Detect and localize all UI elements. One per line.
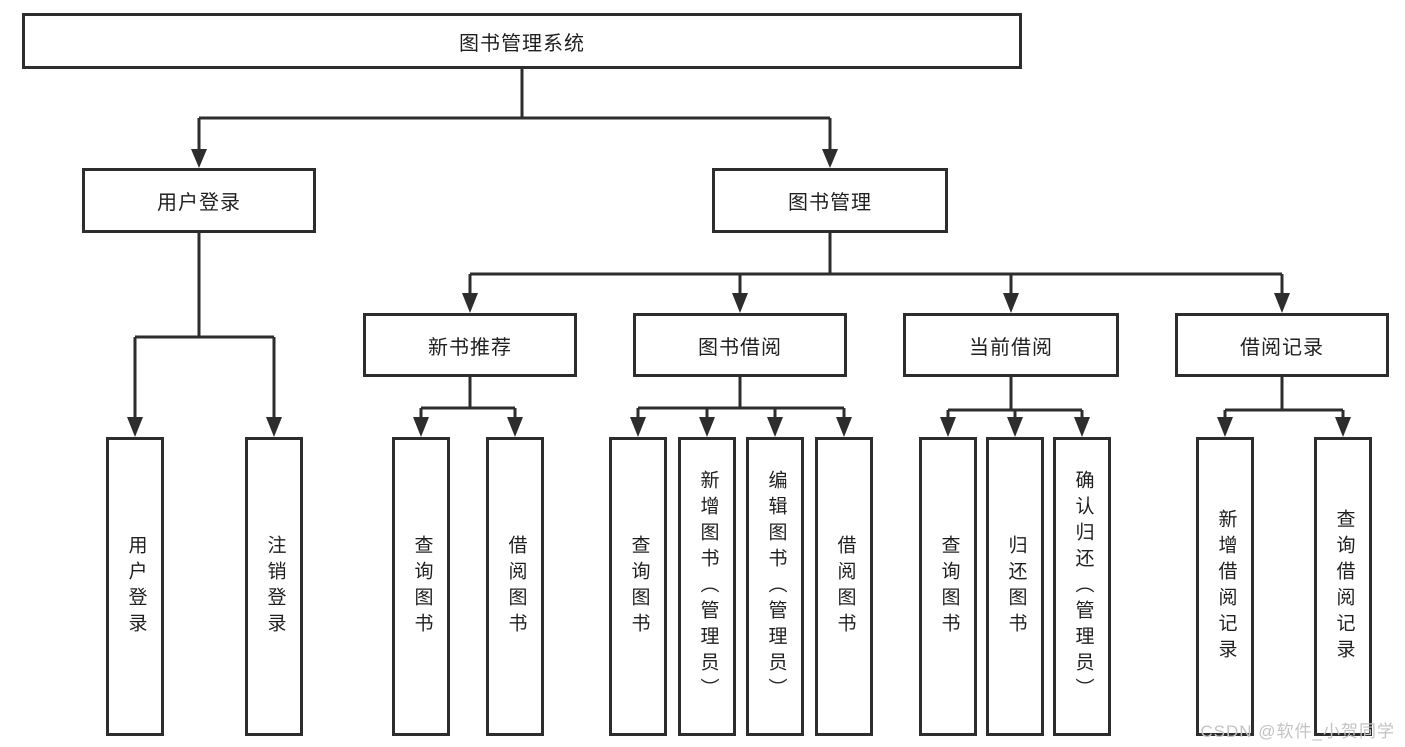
node-label: 查询图书	[628, 534, 650, 639]
node-label: 查询图书	[411, 534, 433, 639]
node-label: 新书推荐	[428, 336, 512, 359]
node-label: 确认归还（管理员）	[1072, 469, 1094, 704]
node-label: 图书管理系统	[459, 32, 585, 55]
node-current-borrowing: 当前借阅	[903, 313, 1119, 377]
leaf-user-login: 用户登录	[106, 437, 164, 736]
connector-book-borrowing-to-leaves	[630, 377, 852, 437]
node-book-borrowing: 图书借阅	[633, 313, 847, 377]
connector-user-login-to-leaves	[127, 233, 282, 437]
node-label: 当前借阅	[969, 336, 1053, 359]
node-new-book-recommend: 新书推荐	[363, 313, 577, 377]
leaf-add-borrow-record: 新增借阅记录	[1196, 437, 1254, 736]
connector-new-book-recommend-to-leaves	[413, 377, 523, 437]
leaf-query-borrow-record: 查询借阅记录	[1314, 437, 1372, 736]
node-label: 新增图书（管理员）	[697, 469, 719, 704]
node-label: 编辑图书（管理员）	[765, 469, 787, 704]
leaf-query-book-current: 查询图书	[919, 437, 977, 736]
connector-book-management-to-level3	[462, 233, 1290, 313]
node-label: 借阅图书	[834, 534, 856, 639]
connector-borrowing-records-to-leaves	[1217, 377, 1351, 437]
node-label: 图书管理	[788, 192, 872, 214]
node-label: 注销登录	[264, 534, 286, 639]
node-label: 归还图书	[1005, 534, 1027, 639]
csdn-watermark: CSDN @软件_小贺同学	[1200, 722, 1395, 741]
leaf-return-book: 归还图书	[986, 437, 1044, 736]
connector-root-to-level2	[191, 69, 838, 168]
leaf-borrow-book-recommend: 借阅图书	[486, 437, 544, 736]
leaf-edit-book-admin: 编辑图书（管理员）	[746, 437, 804, 736]
node-book-management: 图书管理	[712, 168, 948, 233]
node-label: 借阅记录	[1240, 336, 1324, 359]
node-label: 用户登录	[125, 534, 147, 639]
node-label: 图书借阅	[698, 336, 782, 359]
connector-current-borrowing-to-leaves	[940, 377, 1090, 437]
leaf-confirm-return-admin: 确认归还（管理员）	[1053, 437, 1111, 736]
node-label: 用户登录	[157, 192, 241, 214]
node-label: 借阅图书	[505, 534, 527, 639]
leaf-query-book-recommend: 查询图书	[392, 437, 450, 736]
node-user-login-group: 用户登录	[82, 168, 316, 233]
node-label: 查询借阅记录	[1333, 508, 1355, 665]
node-book-management-system: 图书管理系统	[22, 13, 1022, 69]
leaf-borrow-book-borrowing: 借阅图书	[815, 437, 873, 736]
node-label: 查询图书	[938, 534, 960, 639]
leaf-add-book-admin: 新增图书（管理员）	[678, 437, 736, 736]
node-borrowing-records: 借阅记录	[1175, 313, 1389, 377]
leaf-logout: 注销登录	[245, 437, 303, 736]
node-label: 新增借阅记录	[1215, 508, 1237, 665]
leaf-query-book-borrowing: 查询图书	[609, 437, 667, 736]
